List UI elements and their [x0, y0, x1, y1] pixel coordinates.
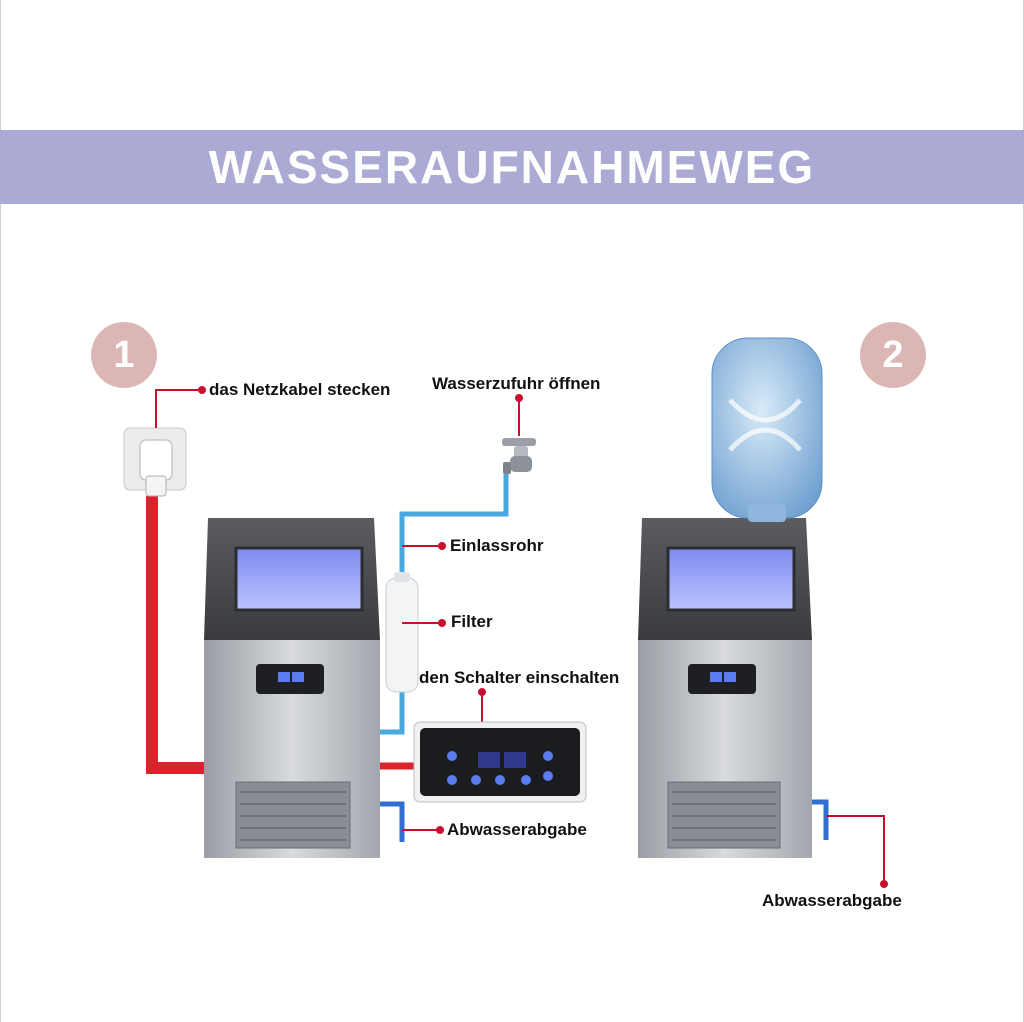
label-power: das Netzkabel stecken [209, 380, 391, 399]
step-2-badge: 2 [860, 322, 926, 388]
water-bottle-icon [711, 337, 823, 522]
label-water-supply: Wasserzufuhr öffnen [432, 374, 601, 393]
drain-pipe-right [806, 799, 829, 840]
wall-socket-icon [123, 427, 187, 497]
ice-machine-right [638, 518, 812, 858]
ice-machine-left [204, 518, 380, 858]
water-filter-icon [385, 572, 419, 693]
label-filter: Filter [451, 612, 493, 631]
frame-left [0, 0, 1, 1022]
faucet-icon [502, 438, 536, 474]
leader-lines [155, 389, 885, 884]
step-1-badge: 1 [91, 322, 157, 388]
label-switch: den Schalter einschalten [419, 668, 620, 687]
control-panel [413, 721, 587, 803]
label-drain-left: Abwasserabgabe [447, 820, 587, 839]
power-cable [146, 496, 416, 774]
page-title: WASSERAUFNAHMEWEG [208, 141, 816, 193]
leader-dots [198, 386, 888, 888]
label-inlet: Einlassrohr [450, 536, 544, 555]
title-banner: WASSERAUFNAHMEWEG [0, 130, 1024, 204]
label-drain-right: Abwasserabgabe [762, 891, 902, 910]
